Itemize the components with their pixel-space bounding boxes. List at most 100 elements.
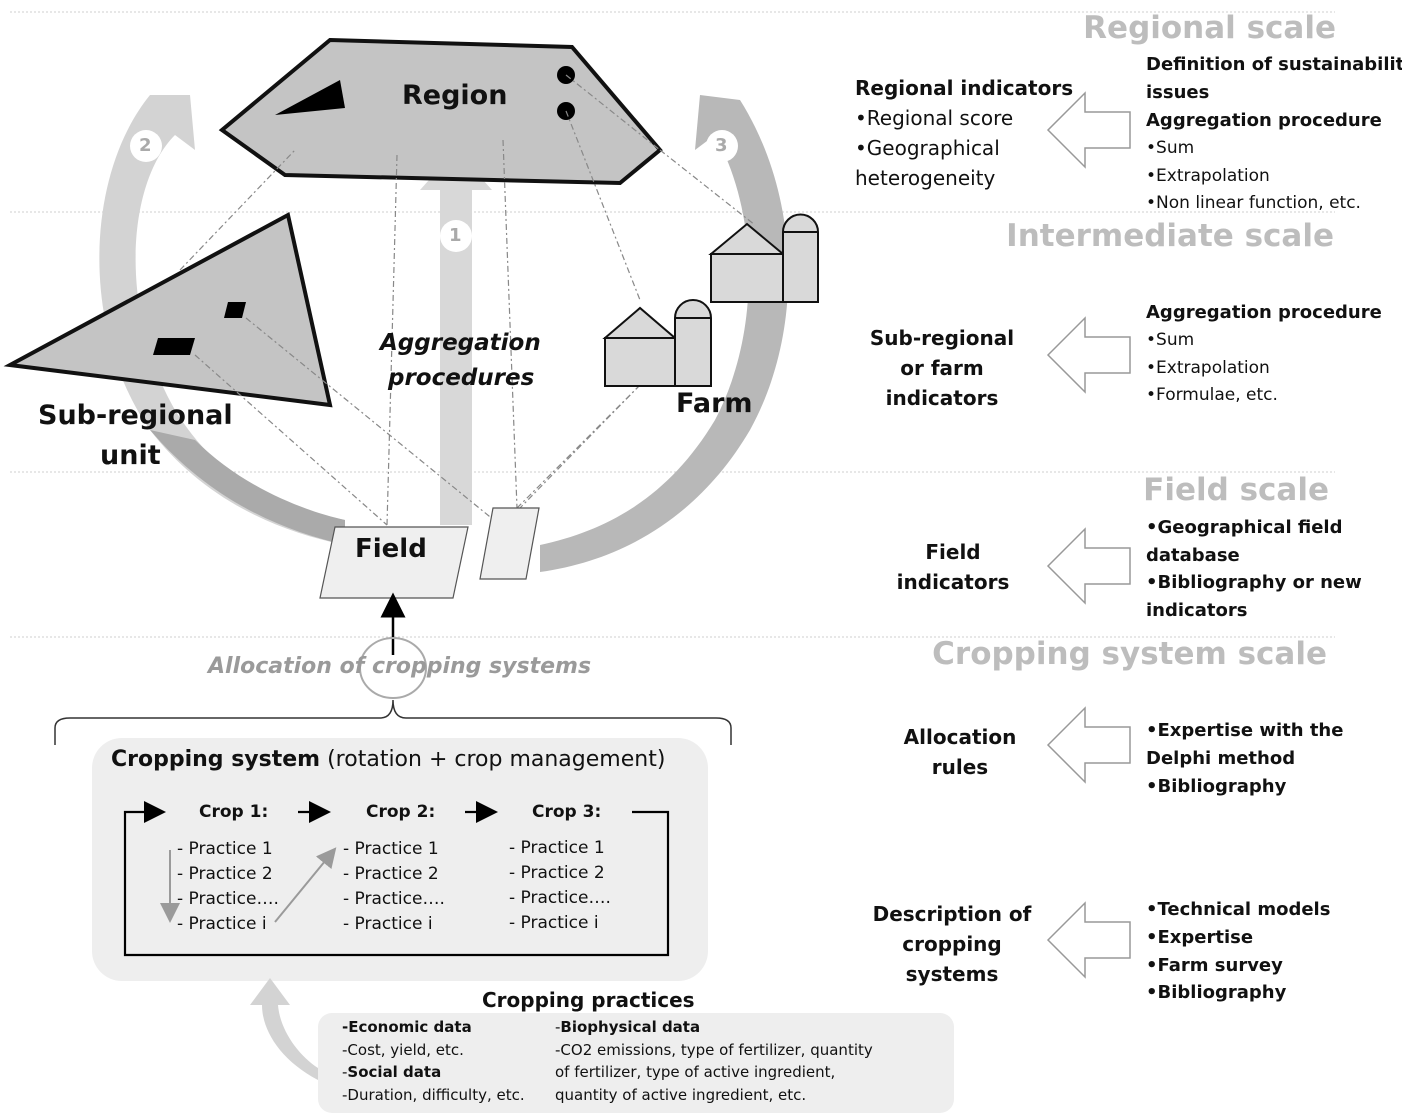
regional-source-item-3: •Non linear function, etc. — [1146, 193, 1361, 213]
field-source-3: •Bibliography or new — [1146, 572, 1362, 593]
description-source-3: •Farm survey — [1146, 955, 1283, 976]
biophysical-data-line-2: of fertilizer, type of active ingredient… — [555, 1063, 836, 1081]
crop-3-practice-1: - Practice 1 — [509, 838, 605, 858]
economic-data-text: -Cost, yield, etc. — [342, 1041, 464, 1059]
field-indicator-2: indicators — [896, 570, 1010, 594]
description-label-3: systems — [905, 962, 999, 986]
crop-1-practice-1: - Practice 1 — [177, 839, 273, 859]
allocation-rules-2: rules — [931, 755, 989, 779]
field-label: Field — [355, 534, 427, 564]
intermediate-source-title: Aggregation procedure — [1146, 302, 1382, 323]
farm-building-1 — [602, 299, 712, 387]
cropping-system-box — [92, 738, 708, 981]
crop-3-practice-4: - Practice i — [509, 913, 599, 933]
practices-curved-arrow — [250, 978, 318, 1080]
crop-2-practice-1: - Practice 1 — [343, 839, 439, 859]
cropping-brace — [54, 699, 732, 745]
region-label: Region — [402, 80, 508, 111]
cropping-system-title-bold: Cropping system — [111, 747, 321, 772]
region-shape — [218, 37, 663, 186]
crop-3-name: Crop 3: — [532, 802, 602, 822]
crop-1-practice-3: - Practice…. — [177, 889, 279, 909]
social-data-title-text: Social data — [347, 1063, 442, 1081]
practice-diag-arrow — [274, 847, 337, 923]
cropping-practices-title: Cropping practices — [482, 988, 695, 1012]
description-source-2: •Expertise — [1146, 927, 1254, 948]
social-data-prefix: - — [342, 1063, 348, 1081]
arrow-subregion-curve — [150, 430, 345, 545]
arrow-1-badge — [440, 220, 472, 252]
practices-box — [318, 1013, 954, 1113]
biophysical-data-prefix: - — [555, 1018, 561, 1036]
intermediate-indicator-3: indicators — [885, 386, 999, 410]
open-arrow-regional — [1046, 91, 1131, 169]
biophysical-data-line-1: -CO2 emissions, type of fertilizer, quan… — [555, 1041, 873, 1059]
regional-indicators-title: Regional indicators — [855, 76, 1074, 100]
regional-source-item-2: •Extrapolation — [1146, 166, 1270, 186]
field-shape-small — [479, 507, 540, 580]
social-data-title: -Social data — [342, 1061, 441, 1084]
crop-2-practice-3: - Practice…. — [343, 889, 445, 909]
crop-1-practice-4: - Practice i — [177, 914, 267, 934]
field-source-4: indicators — [1146, 600, 1248, 621]
arrow-3-badge — [706, 130, 738, 162]
subregional-label-2: unit — [100, 440, 161, 471]
open-arrow-field — [1046, 527, 1131, 605]
regional-source-subtitle: Aggregation procedure — [1146, 110, 1382, 131]
cropping-system-title: Cropping system (rotation + crop managem… — [111, 747, 665, 772]
field-scale-title: Field scale — [1143, 472, 1329, 508]
crop-3-practice-2: - Practice 2 — [509, 863, 605, 883]
open-arrow-description — [1046, 901, 1131, 979]
crop-3-practice-3: - Practice…. — [509, 888, 611, 908]
subregional-shape — [3, 211, 333, 408]
description-label-2: cropping — [902, 932, 1002, 956]
subregional-rect-2 — [224, 302, 246, 318]
regional-source-item-1: •Sum — [1146, 138, 1195, 158]
crop-1-name: Crop 1: — [199, 802, 269, 822]
allocation-source-2: Delphi method — [1146, 748, 1296, 769]
regional-indicator-3: heterogeneity — [855, 166, 996, 190]
biophysical-data-title-text: Biophysical data — [560, 1018, 701, 1036]
left-open-arrows — [1046, 91, 1131, 979]
open-arrow-allocation — [1046, 706, 1131, 784]
arrow-3-number: 3 — [715, 135, 728, 156]
field-source-2: database — [1146, 545, 1240, 566]
link-lines — [179, 74, 756, 531]
rotation-loop — [123, 810, 670, 957]
allocation-ellipse — [359, 637, 427, 699]
subregional-label-1: Sub-regional — [38, 400, 233, 431]
biophysical-data-line-3: quantity of active ingredient, etc. — [555, 1086, 807, 1104]
description-label-1: Description of — [872, 902, 1032, 926]
allocation-source-1: •Expertise with the — [1146, 720, 1344, 741]
intermediate-scale-title: Intermediate scale — [1006, 218, 1334, 254]
aggregation-label-2: procedures — [388, 365, 535, 391]
social-data-text: -Duration, difficulty, etc. — [342, 1086, 525, 1104]
allocation-source-3: •Bibliography — [1146, 776, 1287, 797]
field-indicator-1: Field — [925, 540, 981, 564]
aggregation-label-1: Aggregation — [380, 330, 541, 356]
arrow-2-badge — [130, 130, 162, 162]
regional-scale-title: Regional scale — [1083, 10, 1336, 46]
allocation-label: Allocation of cropping systems — [208, 654, 592, 679]
intermediate-source-item-3: •Formulae, etc. — [1146, 385, 1278, 405]
crop-1-practice-2: - Practice 2 — [177, 864, 273, 884]
regional-indicator-2: •Geographical — [855, 136, 1000, 160]
arrow-3-curve — [540, 95, 789, 572]
aggregation-arrow — [420, 150, 492, 525]
farm-label: Farm — [676, 388, 753, 419]
crop-2-practice-2: - Practice 2 — [343, 864, 439, 884]
intermediate-source-item-2: •Extrapolation — [1146, 358, 1270, 378]
region-black-triangle — [275, 80, 345, 115]
regional-indicator-1: •Regional score — [855, 106, 1014, 130]
cropping-system-title-rest: (rotation + crop management) — [320, 747, 666, 772]
biophysical-data-title: -Biophysical data — [555, 1016, 700, 1039]
field-shape — [319, 526, 469, 599]
open-arrow-intermediate — [1046, 316, 1131, 394]
crop-2-name: Crop 2: — [366, 802, 436, 822]
crop-2-practice-4: - Practice i — [343, 914, 433, 934]
subregional-rect-1 — [153, 338, 195, 355]
regional-source-title-2: issues — [1146, 82, 1210, 103]
allocation-rules-1: Allocation — [903, 725, 1017, 749]
description-source-1: •Technical models — [1146, 899, 1331, 920]
